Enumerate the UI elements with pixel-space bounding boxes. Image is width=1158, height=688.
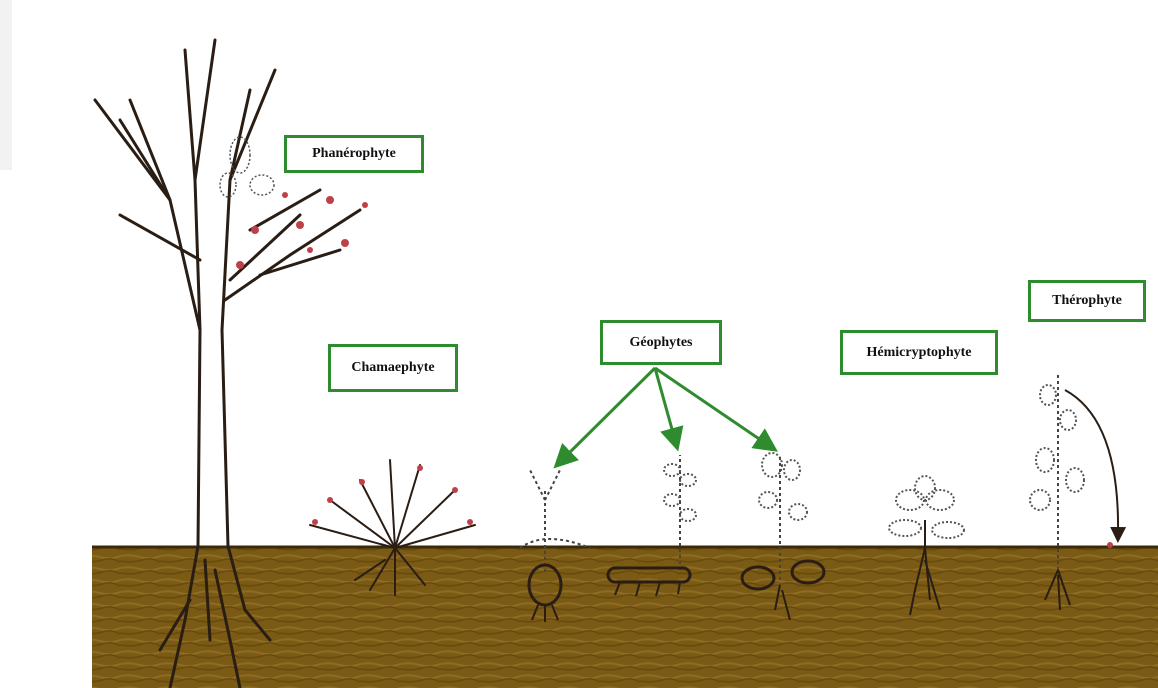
left-margin-shade [0,0,12,170]
phanerophyte-label: Phanérophyte [284,135,424,173]
geophytes-pointer-lines [562,368,768,460]
geophytes-label: Géophytes [600,320,722,365]
hemicryptophyte-label: Hémicryptophyte [840,330,998,375]
chamaephyte-label: Chamaephyte [328,344,458,392]
therophyte-label: Thérophyte [1028,280,1146,322]
